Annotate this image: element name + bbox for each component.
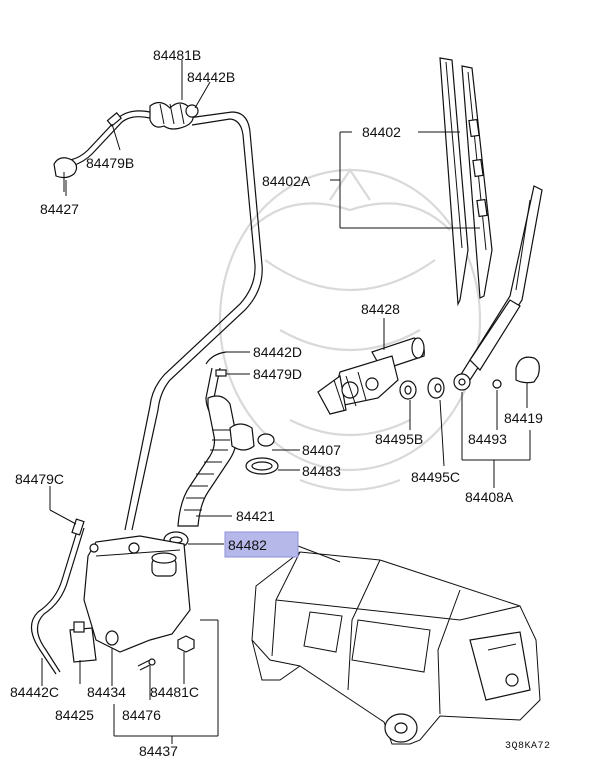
wiper-arm [453,185,543,391]
part-label[interactable]: 84442C [10,684,59,700]
part-label[interactable]: 84479C [15,471,64,487]
diagram-code: 3Q8KA72 [505,741,551,752]
leaders-motor-arm [383,318,531,488]
part-label[interactable]: 84495B [375,431,423,447]
leaders-bottom-left [41,486,219,744]
wiper-blade-group [439,57,493,307]
vehicle-illustration [251,551,541,745]
middle-hose-group [163,351,279,549]
leaders-middle [188,351,300,545]
part-label[interactable]: 84434 [87,684,126,700]
part-label[interactable]: 84427 [40,201,79,217]
part-label[interactable]: 84479B [86,155,134,171]
part-label[interactable]: 84476 [122,707,161,723]
part-label[interactable]: 84402 [362,124,401,140]
part-label[interactable]: 84408A [465,489,514,505]
part-label[interactable]: 84479D [253,366,302,382]
wiper-motor [317,337,445,415]
leaders-top-left [65,60,211,196]
part-label[interactable]: 84481C [150,684,199,700]
part-label[interactable]: 84407 [302,442,341,458]
part-labels: 84481B 84442B 84479B 84427 84402 84402A … [10,47,551,759]
part-label-highlighted[interactable]: 84482 [228,537,267,553]
part-label[interactable]: 84442D [253,344,302,360]
highlight-leader [297,545,341,563]
part-label[interactable]: 84495C [411,469,460,485]
part-label[interactable]: 84481B [153,47,201,63]
tank-hose-left [30,518,85,675]
part-label[interactable]: 84425 [55,707,94,723]
part-label[interactable]: 84437 [139,743,178,759]
part-label[interactable]: 84442B [187,69,235,85]
nozzle-hose-group [53,101,263,531]
part-label[interactable]: 84428 [361,301,400,317]
part-label[interactable]: 84419 [504,410,543,426]
part-label[interactable]: 84493 [468,431,507,447]
part-label[interactable]: 84402A [262,173,311,189]
leaders-84402 [330,131,480,229]
part-label[interactable]: 84421 [236,508,275,524]
washer-tank [69,535,195,671]
part-label[interactable]: 84483 [302,463,341,479]
highlight-box-84482[interactable] [224,531,299,558]
watermark-emblem [218,168,482,492]
